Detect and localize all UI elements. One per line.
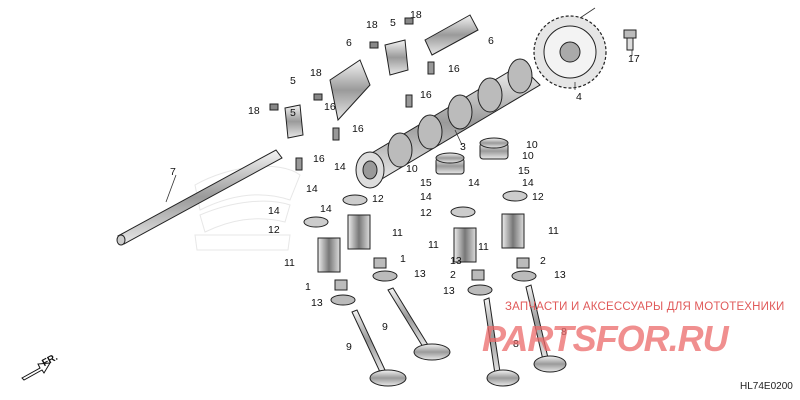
shims (269, 17, 414, 111)
callout-label: 2 (450, 269, 456, 281)
callout-label: 16 (448, 63, 460, 75)
callout-label: 11 (392, 227, 403, 239)
rocker-arms (284, 14, 479, 139)
callout-labels: 18 5 18 5 6 6 17 18 16 5 16 4 18 16 16 3… (170, 9, 640, 353)
diagram-code: HL74E0200 (740, 381, 793, 392)
spring-retainers (303, 190, 528, 228)
callout-label: 2 (540, 255, 546, 267)
callout-label: 12 (420, 207, 432, 219)
callout-label: 18 (410, 9, 422, 21)
valve-seals-seats (330, 257, 537, 306)
callout-label: 1 (400, 253, 406, 265)
camshaft-main (355, 58, 541, 189)
callout-label: 16 (324, 101, 336, 113)
callout-label: 14 (334, 161, 346, 173)
callout-label: 13 (554, 269, 566, 281)
callout-label: 8 (561, 326, 567, 338)
callout-label: 13 (311, 297, 323, 309)
callout-label: 13 (443, 285, 455, 297)
callout-label: 10 (522, 150, 534, 162)
callout-label: 18 (366, 19, 378, 31)
small-springs (295, 61, 435, 171)
front-direction-arrow (21, 362, 51, 381)
rocker-shaft (116, 149, 283, 246)
valves (351, 284, 567, 387)
callout-label: 11 (478, 241, 489, 253)
callout-label: 5 (290, 107, 296, 119)
watermark-tagline: ЗАПЧАСТИ И АКСЕССУАРЫ ДЛЯ МОТОТЕХНИКИ (505, 301, 785, 313)
callout-label: 8 (513, 338, 519, 350)
callout-label: 18 (248, 105, 260, 117)
callout-label: 10 (526, 139, 538, 151)
callout-label: 14 (522, 177, 534, 189)
callout-label: 14 (320, 203, 332, 215)
callout-label: 5 (290, 75, 296, 87)
callout-label: 17 (628, 53, 640, 65)
valve-lifters (435, 137, 509, 175)
callout-label: 12 (532, 191, 544, 203)
callout-label: 16 (313, 153, 325, 165)
valve-springs (317, 213, 525, 273)
callout-label: 11 (548, 225, 559, 237)
sprocket-bolt (623, 29, 637, 51)
callout-label: 15 (518, 165, 530, 177)
watermark-logo: PARTSFOR.RU (482, 318, 729, 359)
callout-label: 11 (428, 239, 439, 251)
callout-label: 13 (414, 268, 426, 280)
callout-label: 9 (382, 321, 388, 333)
callout-label: 5 (390, 17, 396, 29)
leader-lines (165, 7, 633, 203)
callout-label: 18 (310, 67, 322, 79)
callout-label: 12 (372, 193, 384, 205)
callout-label: 9 (346, 341, 352, 353)
callout-label: 4 (576, 91, 582, 103)
callout-label: 11 (284, 257, 295, 269)
callout-label: 6 (346, 37, 352, 49)
callout-label: 16 (352, 123, 364, 135)
callout-label: 6 (488, 35, 494, 47)
callout-label: 12 (268, 224, 280, 236)
callout-label: 14 (306, 183, 318, 195)
callout-label: 16 (420, 89, 432, 101)
callout-label: 14 (268, 205, 280, 217)
callout-label: 14 (468, 177, 480, 189)
cam-sprocket (533, 15, 607, 89)
callout-label: 13 (450, 255, 462, 267)
callout-label: 15 (420, 177, 432, 189)
callout-label: 3 (460, 141, 466, 153)
callout-label: 1 (305, 281, 311, 293)
honda-wing-watermark (194, 165, 301, 251)
callout-label: 10 (406, 163, 418, 175)
callout-label: 14 (420, 191, 432, 203)
callout-label: 7 (170, 166, 176, 178)
